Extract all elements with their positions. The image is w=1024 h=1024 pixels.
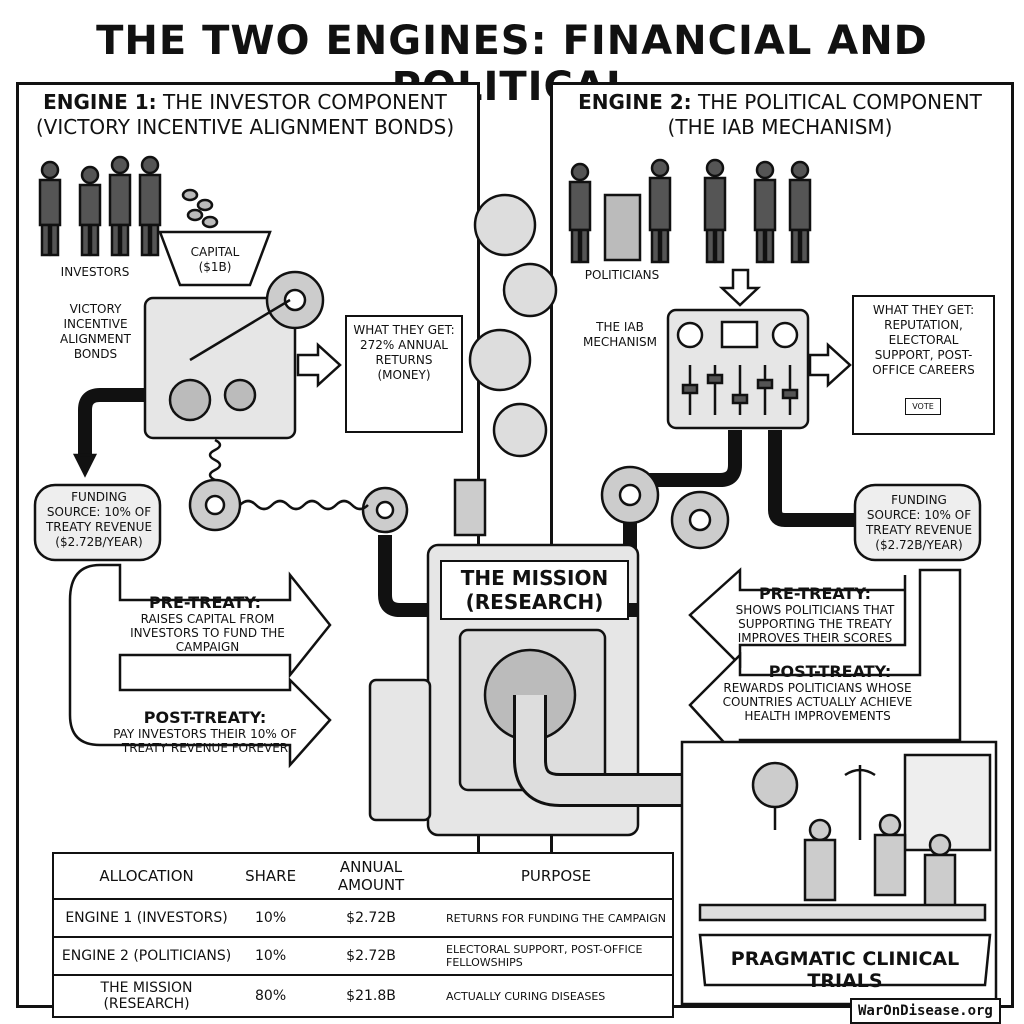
table-header: SHARE	[239, 854, 303, 900]
table-header-row: ALLOCATION SHARE ANNUAL AMOUNT PURPOSE	[54, 854, 672, 900]
table-cell: ENGINE 2 (POLITICIANS)	[54, 937, 240, 976]
mission-label: THE MISSION (RESEARCH)	[440, 560, 629, 620]
mission-line1: THE MISSION	[460, 566, 609, 590]
investors-label: INVESTORS	[60, 265, 130, 279]
table-cell: ACTUALLY CURING DISEASES	[446, 989, 606, 1003]
table-cell: $21.8B	[346, 988, 396, 1004]
engine2-pre-treaty-text: SHOWS POLITICIANS THAT SUPPORTING THE TR…	[735, 603, 895, 645]
iab-label: THE IAB MECHANISM	[582, 320, 658, 349]
table-row: ENGINE 2 (POLITICIANS) 10% $2.72B ELECTO…	[54, 937, 672, 976]
table-header: PURPOSE	[440, 854, 672, 900]
politicians-label: POLITICIANS	[584, 268, 660, 282]
table-cell: ENGINE 1 (INVESTORS)	[54, 899, 240, 938]
engine2-subheading: (THE IAB MECHANISM)	[667, 115, 893, 139]
engine2-heading-bold: ENGINE 2:	[578, 90, 692, 114]
table-row: ENGINE 1 (INVESTORS) 10% $2.72B RETURNS …	[54, 899, 672, 938]
podium-icon	[603, 193, 642, 262]
coins-icon	[181, 188, 219, 229]
table-cell: $2.72B	[302, 937, 440, 976]
table-cell: RETURNS FOR FUNDING THE CAMPAIGN	[440, 899, 672, 938]
bonds-label: VICTORY INCENTIVE ALIGNMENT BONDS	[60, 302, 131, 361]
engine1-funding-source: FUNDING SOURCE: 10% OF TREATY REVENUE ($…	[45, 490, 153, 549]
mission-line2: (RESEARCH)	[465, 590, 604, 614]
engine2-pre-treaty-title: PRE-TREATY:	[758, 584, 872, 603]
trials-banner-shape	[698, 933, 992, 987]
engine2-what-they-get: WHAT THEY GET: REPUTATION, ELECTORAL SUP…	[852, 295, 995, 435]
allocation-table-wrap: ALLOCATION SHARE ANNUAL AMOUNT PURPOSE E…	[52, 852, 674, 1018]
engine2-heading-rest: THE POLITICAL COMPONENT	[698, 90, 982, 114]
capital-funnel	[158, 230, 272, 287]
trials-banner: PRAGMATIC CLINICAL TRIALS	[730, 948, 960, 992]
investor-machine	[143, 296, 297, 440]
engine2-funding-tank	[853, 483, 982, 562]
engine1-what-they-get: WHAT THEY GET: 272% ANNUAL RETURNS (MONE…	[345, 315, 463, 433]
table-cell: $2.72B	[302, 899, 440, 938]
engine1-post-treaty-text: PAY INVESTORS THEIR 10% OF TREATY REVENU…	[113, 727, 297, 755]
engine1-subheading: (VICTORY INCENTIVE ALIGNMENT BONDS)	[35, 115, 455, 139]
allocation-table: ALLOCATION SHARE ANNUAL AMOUNT PURPOSE E…	[54, 854, 672, 1016]
vote-label: VOTE	[905, 398, 941, 415]
table-cell: ELECTORAL SUPPORT, POST-OFFICE FELLOWSHI…	[440, 937, 672, 976]
globe-icon	[751, 761, 799, 809]
engine1-funding-tank	[33, 483, 162, 562]
engine1-heading-bold: ENGINE 1:	[43, 90, 157, 114]
table-header: ALLOCATION	[54, 854, 240, 900]
table-cell: 10%	[239, 899, 303, 938]
engine1-pre-treaty-title: PRE-TREATY:	[148, 593, 262, 612]
engine1-heading-rest: THE INVESTOR COMPONENT	[163, 90, 447, 114]
engine2-post-treaty-text: REWARDS POLITICIANS WHOSE COUNTRIES ACTU…	[722, 681, 913, 723]
scientists-figures-icon	[803, 813, 957, 912]
engine2-funding-source: FUNDING SOURCE: 10% OF TREATY REVENUE ($…	[865, 493, 973, 552]
engine2-post-treaty-title: POST-TREATY:	[768, 662, 892, 681]
table-cell: 80%	[255, 988, 287, 1004]
bookshelf-icon	[903, 753, 992, 852]
capital-label: CAPITAL ($1B)	[190, 245, 240, 274]
table-cell: THE MISSION (RESEARCH)	[100, 980, 193, 1012]
table-header: ANNUAL AMOUNT	[302, 854, 440, 900]
table-cell: 10%	[239, 937, 303, 976]
politicians-figures-icon	[568, 158, 812, 264]
engine1-heading: ENGINE 1: THE INVESTOR COMPONENT	[30, 90, 460, 115]
table-row: THE MISSION (RESEARCH) 80% $21.8B ACTUAL…	[54, 975, 672, 1016]
watermark: WarOnDisease.org	[850, 998, 1001, 1024]
engine2-heading: ENGINE 2: THE POLITICAL COMPONENT	[565, 90, 995, 115]
engine1-post-treaty-title: POST-TREATY:	[143, 708, 267, 727]
investors-figures-icon	[38, 155, 162, 257]
engine1-pre-treaty-text: RAISES CAPITAL FROM INVESTORS TO FUND TH…	[130, 612, 285, 654]
